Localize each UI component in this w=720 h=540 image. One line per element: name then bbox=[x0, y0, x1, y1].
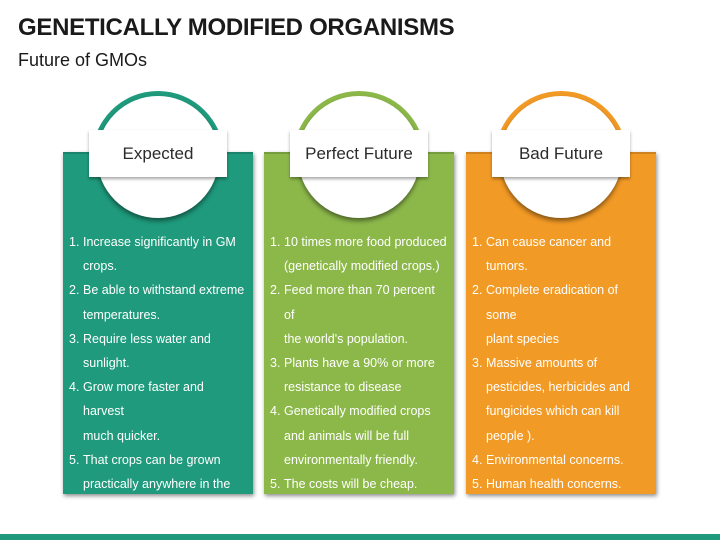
list-item: 3. Massive amounts of pesticides, herbici… bbox=[472, 351, 650, 448]
list-item-line: and animals will be full bbox=[284, 428, 410, 443]
list-item-number: 2. bbox=[270, 283, 281, 298]
list-item: 3.Plants have a 90% or more resistance to… bbox=[270, 351, 448, 399]
list-item-line: Be able to withstand extreme bbox=[83, 283, 245, 298]
list-item-line: the world's population. bbox=[284, 331, 408, 346]
list-item-line: Environmental concerns. bbox=[486, 452, 624, 467]
list-item-line: That crops can be grown bbox=[83, 452, 221, 467]
list-item-line: resistance to disease bbox=[284, 380, 402, 395]
list-item-number: 4. bbox=[270, 404, 281, 419]
list-item: 4.Grow more faster and harvest much quick… bbox=[69, 375, 247, 448]
list-item-number: 2. bbox=[69, 283, 80, 298]
list-item: 4.Environmental concerns. bbox=[472, 448, 650, 472]
card-list-bad-future: 1.Can cause cancer and tumors.2.Complete… bbox=[472, 230, 650, 496]
list-item-number: 3. bbox=[472, 356, 483, 371]
list-item-line: Increase significantly in GM bbox=[83, 235, 236, 249]
list-item-line: practically anywhere in the bbox=[83, 477, 231, 492]
list-item-line: (genetically modified crops.) bbox=[284, 259, 440, 274]
list-item-number: 1. bbox=[69, 235, 80, 249]
heading-perfect-future: Perfect Future bbox=[290, 130, 428, 177]
heading-bad-future: Bad Future bbox=[492, 130, 630, 177]
slide-title: GENETICALLY MODIFIED ORGANISMS bbox=[18, 14, 455, 41]
list-item-number: 5. bbox=[472, 477, 483, 492]
list-item-line: much quicker. bbox=[83, 428, 161, 443]
list-item: 5.That crops can be grown practically any… bbox=[69, 448, 247, 521]
list-item-number: 1. bbox=[472, 235, 483, 249]
list-item-line: Can cause cancer and tumors. bbox=[486, 235, 612, 274]
list-item-line: Require less water and bbox=[83, 331, 211, 346]
list-item-line: people ). bbox=[486, 428, 535, 443]
list-item-line: Plants have a 90% or more bbox=[284, 356, 435, 371]
list-item-line: pesticides, herbicides and bbox=[486, 380, 630, 395]
list-item-line: Human health concerns. bbox=[486, 477, 622, 492]
list-item: 2.Feed more than 70 percent of the world'… bbox=[270, 278, 448, 351]
list-item: 2.Complete eradication of some plant spec… bbox=[472, 278, 650, 351]
list-item-line: world. bbox=[83, 501, 117, 516]
list-item-line: Massive amounts of bbox=[486, 356, 598, 371]
list-item-number: 4. bbox=[69, 380, 80, 395]
list-item-line: temperatures. bbox=[83, 307, 161, 322]
list-item: 3.Require less water and sunlight. bbox=[69, 327, 247, 375]
card-list-perfect-future: 1.10 times more food produced (geneticall… bbox=[270, 230, 448, 496]
list-item-number: 5. bbox=[270, 477, 281, 492]
list-item: 5.The costs will be cheap. bbox=[270, 472, 448, 496]
list-item-line: environmentally friendly. bbox=[284, 452, 418, 467]
list-item-number: 3. bbox=[69, 331, 80, 346]
list-item-line: Genetically modified crops bbox=[284, 404, 431, 419]
list-item: 1.Increase significantly in GM crops. bbox=[69, 230, 247, 278]
list-item-line: Feed more than 70 percent of bbox=[284, 283, 435, 322]
footer-accent-line bbox=[0, 534, 720, 540]
list-item: 5.Human health concerns. bbox=[472, 472, 650, 496]
card-bad-future: 1.Can cause cancer and tumors.2.Complete… bbox=[466, 152, 656, 494]
list-item-number: 5. bbox=[69, 452, 80, 467]
list-item-line: fungicides which can kill bbox=[486, 404, 620, 419]
list-item-number: 3. bbox=[270, 356, 281, 371]
list-item-line: 10 times more food produced bbox=[284, 235, 447, 249]
list-item-number: 2. bbox=[472, 283, 483, 298]
list-item-line: crops. bbox=[83, 259, 118, 274]
slide-subtitle: Future of GMOs bbox=[18, 50, 148, 70]
list-item-line: plant species bbox=[486, 331, 559, 346]
list-item: 2.Be able to withstand extreme temperatur… bbox=[69, 278, 247, 326]
list-item-line: Complete eradication of some bbox=[486, 283, 619, 322]
list-item-number: 4. bbox=[472, 452, 483, 467]
list-item-number: 1. bbox=[270, 235, 281, 249]
list-item: 1.10 times more food produced (geneticall… bbox=[270, 230, 448, 278]
list-item-line: sunlight. bbox=[83, 356, 130, 371]
list-item: 1.Can cause cancer and tumors. bbox=[472, 230, 650, 278]
list-item-line: Grow more faster and harvest bbox=[83, 380, 204, 419]
heading-expected: Expected bbox=[89, 130, 227, 177]
list-item-line: The costs will be cheap. bbox=[284, 477, 418, 492]
list-item: 4.Genetically modified crops and animals … bbox=[270, 399, 448, 472]
